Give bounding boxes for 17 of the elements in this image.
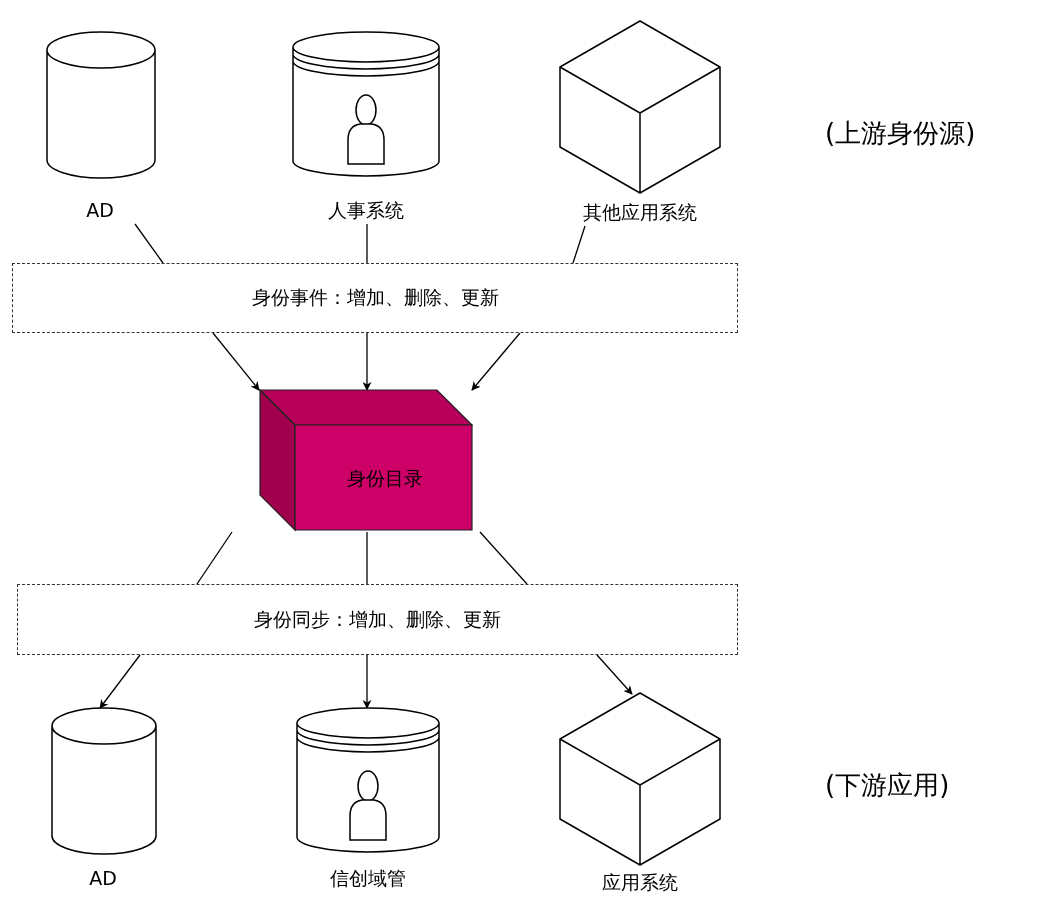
section-label: (下游应用) xyxy=(825,769,950,802)
arrow xyxy=(471,332,521,391)
arrow xyxy=(362,654,372,709)
node-label: AD xyxy=(85,198,115,222)
node-label: 信创域管 xyxy=(329,866,407,890)
arrow xyxy=(212,332,260,391)
arrow xyxy=(99,654,141,709)
node-label: 人事系统 xyxy=(327,198,405,222)
node-label: AD xyxy=(88,866,118,890)
dashed-band: 身份同步：增加、删除、更新 xyxy=(17,584,738,655)
arrow xyxy=(596,654,633,695)
section-label: (上游身份源) xyxy=(825,117,976,150)
arrow xyxy=(362,332,372,391)
dashed-band: 身份事件：增加、删除、更新 xyxy=(12,263,738,333)
node-label: 身份目录 xyxy=(345,466,424,490)
node-label: 其他应用系统 xyxy=(582,200,698,224)
node-label: 应用系统 xyxy=(601,870,679,894)
